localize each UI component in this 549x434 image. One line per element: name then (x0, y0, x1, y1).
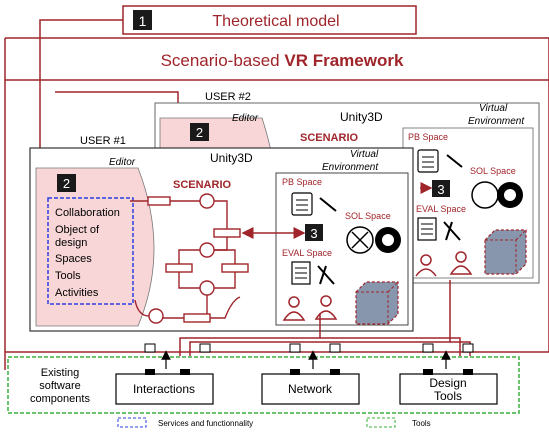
user2-sol-icon (471, 181, 523, 209)
user1-label: USER #1 (80, 135, 126, 147)
network-label: Network (288, 382, 333, 396)
user2-scenario: SCENARIO (300, 132, 359, 144)
design-tools-label-2: Tools (434, 389, 462, 403)
user1-link-number: 3 (310, 226, 317, 241)
theoretical-model-number: 1 (139, 13, 147, 29)
user2-ve-line2: Environment (468, 116, 525, 127)
user2-pb-space: PB Space (408, 132, 448, 142)
user2-link-number: 3 (437, 182, 444, 197)
user2-sol-space: SOL Space (470, 166, 516, 176)
service-design: design (55, 237, 87, 249)
user1-ve-line1: Virtual (350, 149, 379, 160)
service-tools: Tools (55, 270, 81, 282)
user1-scenario: SCENARIO (173, 179, 232, 191)
legend-tools-swatch (366, 417, 396, 428)
user2-label: USER #2 (205, 91, 251, 103)
design-tools-box: Design Tools (399, 350, 498, 405)
user2-eval-icon (417, 217, 461, 241)
user1-pb-space: PB Space (282, 177, 322, 187)
user1-eval-space: EVAL Space (282, 248, 332, 258)
user1-avatar (282, 295, 338, 321)
user2-ve-line1: Virtual (479, 103, 508, 114)
network-box: Network (261, 350, 360, 405)
service-object-of: Object of (55, 224, 100, 236)
user1-editor-number: 2 (63, 176, 70, 191)
user2-editor-number: 2 (196, 125, 203, 140)
legend-tools-label: Tools (412, 419, 431, 428)
user1-cube (355, 281, 399, 325)
user2-avatar (415, 251, 473, 277)
theoretical-model-box: 1 Theoretical model (122, 5, 417, 35)
user1-ve-line2: Environment (322, 162, 379, 173)
service-activities: Activities (55, 287, 99, 299)
components-area: Existing software components Interaction… (7, 350, 520, 414)
user2-unity: Unity3D (340, 110, 383, 124)
components-title-1: Existing (41, 367, 80, 379)
interactions-box: Interactions (115, 350, 214, 405)
components-title-2: software (39, 380, 81, 392)
design-tools-label-1: Design (429, 376, 466, 390)
user2-eval-space: EVAL Space (416, 204, 466, 214)
framework-frames (4, 37, 549, 370)
theoretical-model-label: Theoretical model (212, 13, 339, 30)
user1-unity: Unity3D (210, 151, 253, 165)
user1-eval-icon (291, 261, 335, 285)
services-box (47, 197, 134, 305)
user1-sol-space: SOL Space (345, 211, 391, 221)
user2-cube (484, 229, 527, 275)
service-collaboration: Collaboration (55, 207, 120, 219)
service-spaces: Spaces (55, 253, 92, 265)
user2-editor: Editor (232, 113, 259, 124)
user1-panel: USER #1 Unity3D Editor 2 SCENARIO Collab… (29, 135, 414, 332)
user2-pb-icon (417, 149, 463, 173)
user1-pb-icon (291, 192, 337, 216)
components-title-3: components (30, 393, 90, 405)
user1-sol-icon (346, 226, 401, 254)
legend: Services and functionnality Tools (117, 417, 431, 428)
scenario-graph (130, 193, 249, 324)
interactions-label: Interactions (133, 382, 195, 396)
legend-services-swatch (117, 417, 147, 428)
user1-editor: Editor (109, 157, 136, 168)
legend-services-label: Services and functionnality (158, 419, 253, 428)
connector-tabs (144, 343, 474, 353)
framework-title: Scenario-based VR Framework (161, 51, 404, 70)
tools-box (7, 356, 520, 414)
